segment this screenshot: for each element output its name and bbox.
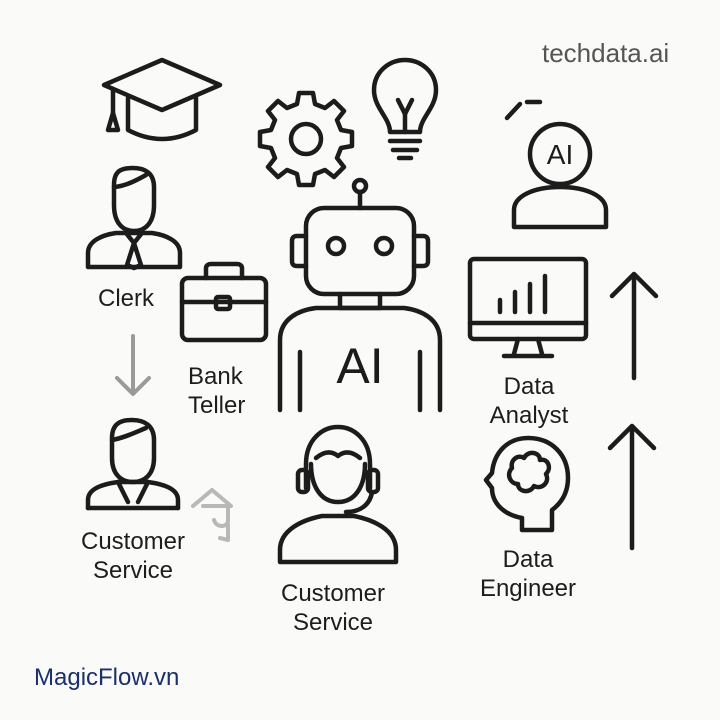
label-data-engineer: Data Engineer (470, 545, 586, 603)
label-data-engineer-line2: Engineer (479, 575, 577, 602)
head-brain-icon (483, 435, 571, 533)
scientist-ai-badge: AI (547, 139, 573, 170)
watermark-techdata: techdata.ai (542, 38, 670, 68)
label-customer-service-center: Customer Service (270, 579, 396, 637)
down-arrow-icon (115, 334, 151, 396)
briefcase-icon (179, 261, 269, 343)
label-customer-service-center-line2: Service (292, 609, 374, 636)
label-data-analyst-line2: Analyst (489, 402, 569, 429)
headset-agent-icon (277, 424, 399, 565)
faded-arrow-icon (191, 488, 233, 542)
label-bank-teller-line1: Bank (188, 363, 243, 390)
graduation-cap-icon (101, 57, 223, 142)
customer-service-person-icon (85, 417, 181, 511)
label-customer-service-left-line2: Service (92, 557, 174, 584)
robot-icon (277, 177, 443, 413)
ai-scientist-icon (504, 99, 609, 230)
label-bank-teller: Bank Teller (188, 362, 245, 420)
label-customer-service-left: Customer Service (70, 527, 196, 585)
label-data-analyst: Data Analyst (476, 372, 582, 430)
label-customer-service-left-line1: Customer (80, 528, 186, 555)
gear-icon (257, 90, 355, 188)
robot-ai-badge: AI (336, 338, 383, 394)
lightbulb-icon (371, 57, 439, 161)
monitor-chart-icon (467, 256, 589, 359)
up-arrow-icon-bottom (607, 423, 657, 551)
label-customer-service-center-line1: Customer (280, 580, 386, 607)
label-data-analyst-line1: Data (503, 373, 555, 400)
label-clerk: Clerk (98, 285, 155, 312)
up-arrow-icon-top (609, 271, 659, 381)
watermark-magicflow: MagicFlow.vn (34, 664, 180, 691)
label-bank-teller-line2: Teller (188, 392, 246, 419)
clerk-icon (85, 165, 183, 271)
label-data-engineer-line1: Data (502, 546, 554, 573)
